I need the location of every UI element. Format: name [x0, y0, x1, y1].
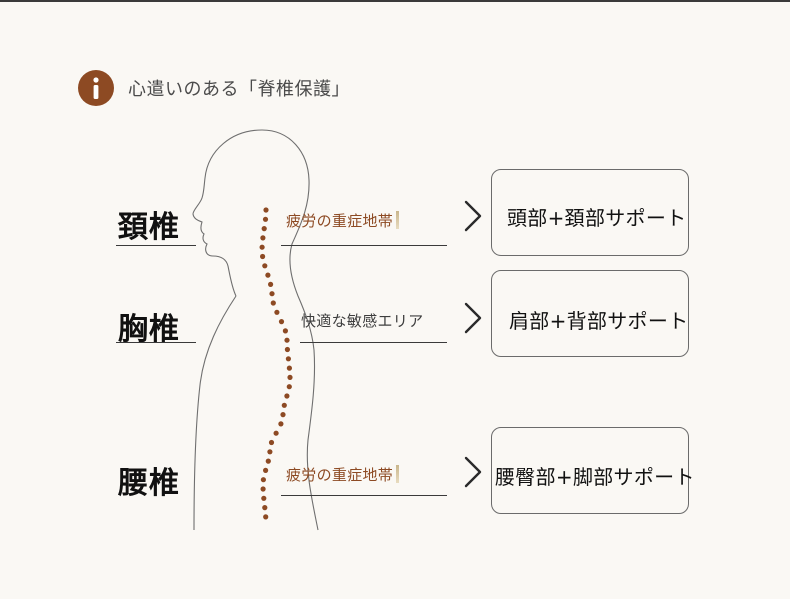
- note-underline: [281, 495, 447, 496]
- support-box-shoulder-back: [491, 270, 689, 357]
- support-text-shoulder-back: 肩部+背部サポート: [509, 309, 689, 333]
- spine-dot: [265, 272, 271, 278]
- spine-dot: [262, 505, 268, 511]
- spine-dot: [267, 449, 273, 455]
- spine-dot: [284, 346, 290, 353]
- human-silhouette-outline: [192, 129, 319, 531]
- header: 心遣いのある「脊椎保護」: [78, 69, 350, 107]
- header-title: 心遣いのある「脊椎保護」: [128, 79, 350, 100]
- chevron-right-icon: [464, 302, 482, 334]
- top-border: [0, 0, 790, 2]
- spine-dot: [260, 253, 266, 260]
- spine-dot: [278, 421, 284, 427]
- support-text-waist-leg: 腰臀部+脚部サポート: [495, 465, 695, 489]
- spine-dot: [286, 384, 292, 390]
- spine-dot: [259, 244, 265, 250]
- region-label-lumbar: 腰椎: [118, 466, 180, 501]
- note-cervical: 疲労の重症地帯: [286, 210, 400, 231]
- spine-dot: [284, 393, 290, 399]
- spine-dot: [261, 226, 267, 232]
- spine-dots: [259, 207, 293, 520]
- note-lumbar: 疲労の重症地帯: [286, 464, 400, 485]
- spine-dot: [265, 458, 271, 464]
- spine-dot: [273, 430, 279, 436]
- spine-dot: [263, 207, 269, 213]
- spine-dot: [282, 328, 288, 334]
- note-thoracic: 快適な敏感エリア: [301, 312, 424, 330]
- spine-dot: [284, 337, 290, 343]
- spine-dot: [262, 216, 269, 222]
- spine-dot: [260, 486, 266, 492]
- chevron-right-icon: [464, 456, 482, 488]
- spine-dot: [263, 467, 269, 473]
- spine-dot: [280, 412, 286, 418]
- spine-dot: [268, 281, 274, 287]
- spine-dot: [263, 514, 269, 520]
- spine-dot: [270, 300, 276, 306]
- spine-dot: [278, 319, 285, 325]
- spine-dot: [285, 356, 291, 362]
- support-text-head-neck: 頭部+頚部サポート: [507, 206, 687, 230]
- spine-dot: [286, 365, 292, 371]
- note-underline: [281, 245, 447, 246]
- spine-dot: [281, 402, 287, 408]
- spine-dot: [260, 235, 266, 241]
- spine-dot: [268, 439, 275, 446]
- spine-dot: [274, 309, 280, 315]
- tick-mark: [396, 465, 400, 483]
- spine-dot: [260, 477, 266, 483]
- spine-dot: [287, 374, 293, 380]
- region-underline: [116, 342, 196, 343]
- spine-dot: [262, 263, 268, 269]
- note-underline: [300, 342, 447, 343]
- spine-dot: [269, 291, 275, 297]
- region-label-thoracic: 胸椎: [118, 312, 180, 347]
- spine-dot: [261, 495, 267, 501]
- region-underline: [116, 245, 196, 246]
- tick-mark: [396, 211, 400, 229]
- support-box-head-neck: [491, 169, 689, 256]
- info-icon: [78, 70, 114, 106]
- support-box-waist-leg: [491, 427, 689, 514]
- region-label-cervical: 頚椎: [118, 210, 180, 245]
- chevron-right-icon: [464, 200, 482, 232]
